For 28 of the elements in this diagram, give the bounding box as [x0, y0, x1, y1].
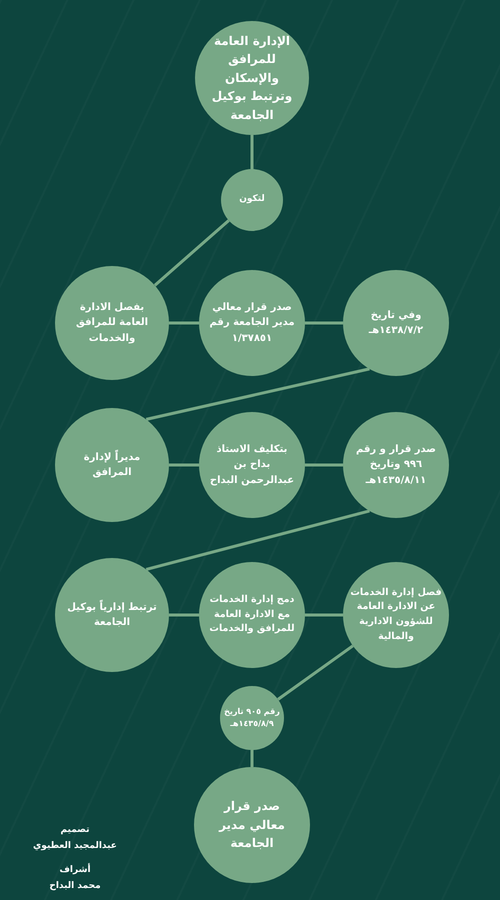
node-text: فصل إدارة الخدمات عن الادارة العامة للشؤون الادارية والمالية: [349, 586, 443, 644]
node-text: مديراً لإدارة المرافق: [82, 450, 142, 480]
connector-line: [250, 135, 254, 169]
connector-line: [146, 367, 370, 421]
credit-text: تصميم: [59, 825, 90, 835]
node-text: صدر قرار و رقم ٩٩٦ وتاريخ ١٤٣٥/٨/١١هـ: [355, 442, 437, 488]
node-text: لتكون: [239, 193, 265, 206]
connector-line: [305, 464, 343, 466]
node-text: صدر قرار معالي مدير الجامعة رقم ١/٣٧٨٥١: [208, 300, 296, 346]
connector-line: [169, 322, 199, 324]
node-text: ترتبط إدارياً بوكيل الجامعة: [67, 600, 157, 630]
credit-text: أشراف: [58, 865, 92, 875]
node-text: بتكليف الاستاذ بداح بن عبدالرحمن البداح: [208, 442, 296, 488]
node-text: صدر قرار معالي مدير الجامعة: [218, 798, 286, 852]
node-text: دمج إدارة الخدمات مع الادارة العامة للمرافق والخدمات: [208, 592, 296, 636]
node-text: وفي تاريخ ١٤٣٨/٧/٢هـ: [368, 308, 424, 338]
connector-line: [305, 322, 343, 324]
credit-text: محمد البداح: [48, 881, 102, 891]
connector-line: [154, 219, 230, 286]
connector-line: [146, 509, 370, 571]
connector-line: [169, 614, 199, 616]
node-text: رقم ٩٠٥ تاريخ ١٤٣٥/٨/٩هـ: [224, 706, 280, 730]
credit-text: عبدالمجيد العطيوي: [32, 841, 118, 851]
node-text: بفصل الادارة العامة للمرافق والخدمات: [74, 300, 150, 346]
connector-line: [305, 614, 343, 616]
connector-line: [250, 750, 254, 767]
connector-line: [169, 464, 199, 466]
node-text: الإدارة العامة للمرافق والإسكان وترتبط بوكيل الجامعة: [210, 32, 294, 124]
